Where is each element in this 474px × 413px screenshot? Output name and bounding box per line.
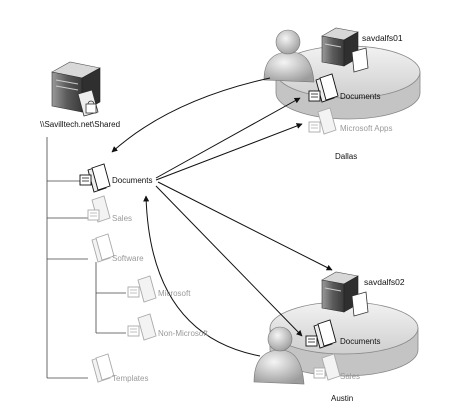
namespace-software-folder-icon xyxy=(91,233,115,263)
namespace-software-label: Software xyxy=(112,254,144,263)
referral-arrows xyxy=(111,77,333,357)
dallas-monitor-icon xyxy=(351,47,369,73)
share-folder-icon xyxy=(77,89,99,117)
namespace-templates-label: Templates xyxy=(112,374,149,383)
namespace-documents-label: Documents xyxy=(112,176,153,185)
austin-documents-folder-icon xyxy=(305,319,337,349)
dallas-site-label: Dallas xyxy=(335,152,358,161)
namespace-tree xyxy=(46,137,126,379)
dallas-documents-label: Documents xyxy=(340,92,381,101)
arrow-dallas-user-to-namespace xyxy=(111,77,271,153)
austin-documents-label: Documents xyxy=(340,337,381,346)
austin-server-name: savdalfs02 xyxy=(364,277,405,287)
namespace-sales-folder-icon xyxy=(87,195,111,223)
namespace-non-microsoft-label: Non-Microsoft xyxy=(158,329,208,338)
austin-monitor-icon xyxy=(351,291,369,317)
austin-sales-label: Sales xyxy=(340,372,361,381)
dallas-server-icon xyxy=(321,27,359,67)
namespace-sales-label: Sales xyxy=(112,214,133,223)
arrow-namespace-to-austin-documents xyxy=(155,185,303,337)
namespace-microsoft-label: Microsoft xyxy=(158,289,191,298)
arrow-namespace-to-dallas-documents xyxy=(155,97,301,179)
namespace-documents-folder-icon xyxy=(79,163,111,193)
namespace-microsoft-folder-icon xyxy=(127,275,157,303)
arrow-austin-user-to-namespace xyxy=(143,195,261,357)
austin-user-icon xyxy=(253,326,305,385)
root-share-path: \\Savilltech.net\Shared xyxy=(40,120,121,129)
root-server-icon xyxy=(51,61,101,113)
dallas-user-icon xyxy=(263,29,315,83)
dallas-documents-folder-icon xyxy=(308,73,339,103)
arrow-namespace-to-dallas-microsoft-apps xyxy=(155,123,303,181)
austin-sales-folder-icon xyxy=(313,353,341,381)
dallas-microsoft-apps-folder-icon xyxy=(308,107,337,135)
austin-site-label: Austin xyxy=(331,394,354,403)
dallas-server-name: savdalfs01 xyxy=(362,33,403,43)
dallas-microsoft-apps-label: Microsoft Apps xyxy=(340,124,393,133)
namespace-templates-folder-icon xyxy=(91,353,115,383)
namespace-non-microsoft-folder-icon xyxy=(127,313,157,341)
arrow-namespace-to-austin-server xyxy=(157,181,333,271)
